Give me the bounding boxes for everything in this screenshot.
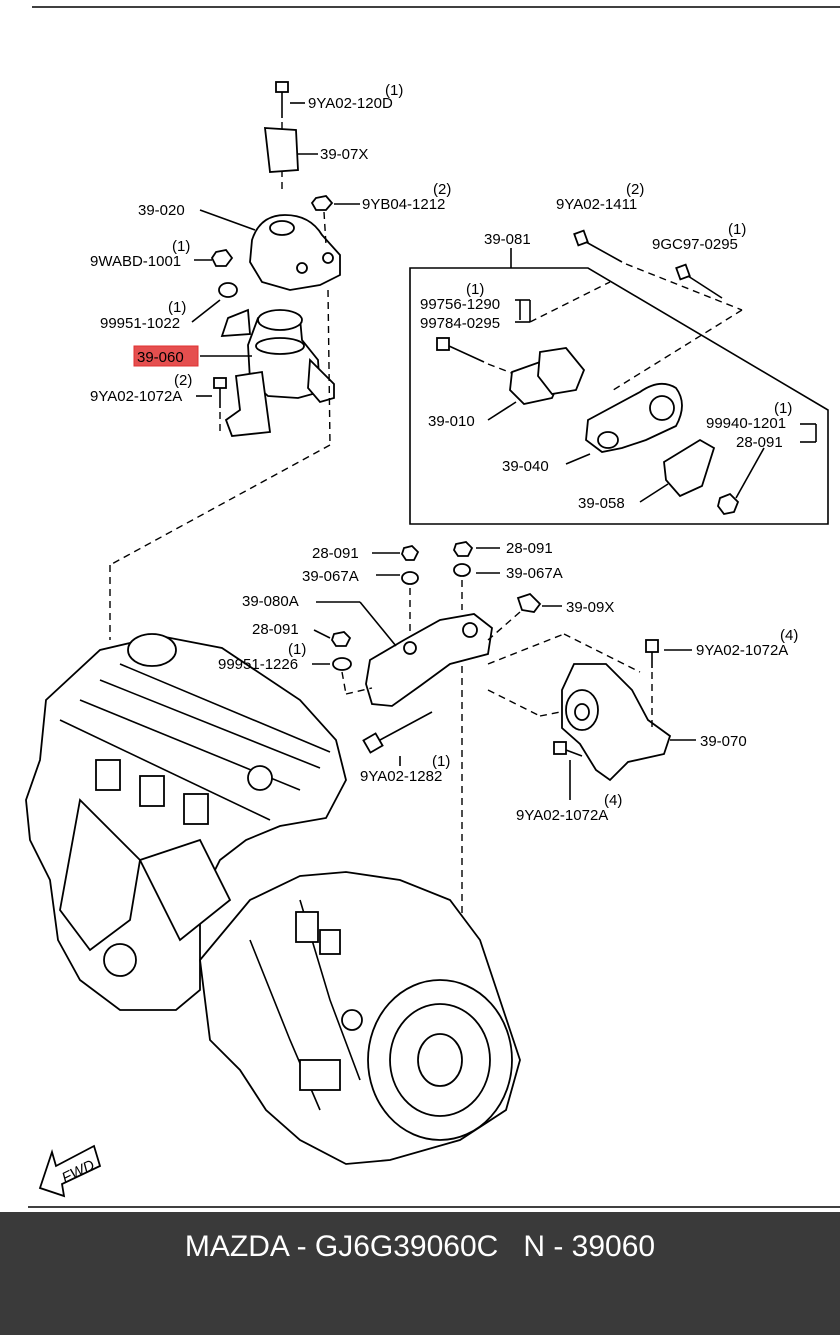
highlight-box [133, 345, 199, 367]
label-bolt-1282: 9YA02-1282 [360, 768, 442, 785]
qty-bolt-1072-rb: (4) [604, 792, 622, 809]
fwd-arrow: FWD [38, 1144, 102, 1198]
qty-nut-wabd: (1) [172, 238, 190, 255]
bracket-39-07x [263, 127, 299, 173]
label-bracket-080a: 39-080A [242, 593, 299, 610]
qty-bolt-0295: (1) [728, 221, 746, 238]
label-nut-28091-a: 28-091 [312, 545, 359, 562]
bracket-39-080a [365, 613, 493, 707]
label-bolt-1072-left: 9YA02-1072A [90, 388, 182, 405]
lower-bracket-group [312, 541, 696, 970]
label-bolt-1072-rb: 9YA02-1072A [516, 807, 608, 824]
label-clip-09x: 39-09X [566, 599, 614, 616]
label-nut-yb: 9YB04-1212 [362, 196, 445, 213]
label-plate-058: 39-058 [578, 495, 625, 512]
transmission-assembly [199, 871, 521, 1165]
mount-39-020 [249, 214, 341, 291]
label-mount-070: 39-070 [700, 733, 747, 750]
label-highlighted-part[interactable]: 39-060 [137, 349, 184, 366]
label-bolt-1411: 9YA02-1411 [556, 196, 637, 213]
label-bolt-1072-rt: 9YA02-1072A [696, 642, 788, 659]
qty-nut-99940: (1) [774, 400, 792, 417]
label-assembly-081: 39-081 [484, 231, 531, 248]
qty-bolt-1072-rt: (4) [780, 627, 798, 644]
label-nut-28091-b: 28-091 [506, 540, 553, 557]
label-bolt-top: 9YA02-120D [308, 95, 393, 112]
label-part-040: 39-040 [502, 458, 549, 475]
label-bolt-99784: 99784-0295 [420, 315, 500, 332]
label-mount-020: 39-020 [138, 202, 185, 219]
label-washer-1022: 99951-1022 [100, 315, 180, 332]
label-washer-067a-left: 39-067A [302, 568, 359, 585]
label-nut-28091-c: 28-091 [252, 621, 299, 638]
part-number-text: MAZDA - GJ6G39060C N - 39060 [184, 1230, 656, 1263]
qty-bolt-1072-left: (2) [174, 372, 192, 389]
qty-bolt-1282: (1) [432, 753, 450, 770]
engine-assembly [25, 633, 347, 1011]
label-bracket-top: 39-07X [320, 146, 368, 163]
top-mount-group [109, 81, 360, 640]
part-number-footer: MAZDA - GJ6G39060C N - 39060 [0, 1212, 840, 1335]
qty-washer-1022: (1) [168, 299, 186, 316]
qty-nut-28091-c: (1) [288, 641, 306, 658]
label-washer-067a-right: 39-067A [506, 565, 563, 582]
qty-nut-yb: (2) [433, 181, 451, 198]
qty-bolt-99756: (1) [466, 281, 484, 298]
torque-rod-box [409, 229, 829, 525]
qty-bolt-1411: (2) [626, 181, 644, 198]
label-bolt-0295: 9GC97-0295 [652, 236, 738, 253]
engine-mount-diagram: FWD (1) 9YA02-120D 39-07X (2) 9YB04-1212… [25, 6, 840, 1208]
label-part-010: 39-010 [428, 413, 475, 430]
label-washer-1226: 99951-1226 [218, 656, 298, 673]
label-nut-99940: 99940-1201 [706, 415, 786, 432]
assembly-box-39-081 [409, 267, 829, 525]
label-bolt-99756: 99756-1290 [420, 296, 500, 313]
label-nut-28091-box: 28-091 [736, 434, 783, 451]
label-nut-wabd: 9WABD-1001 [90, 253, 181, 270]
plate-39-058 [663, 438, 716, 498]
qty-bolt-top: (1) [385, 82, 403, 99]
